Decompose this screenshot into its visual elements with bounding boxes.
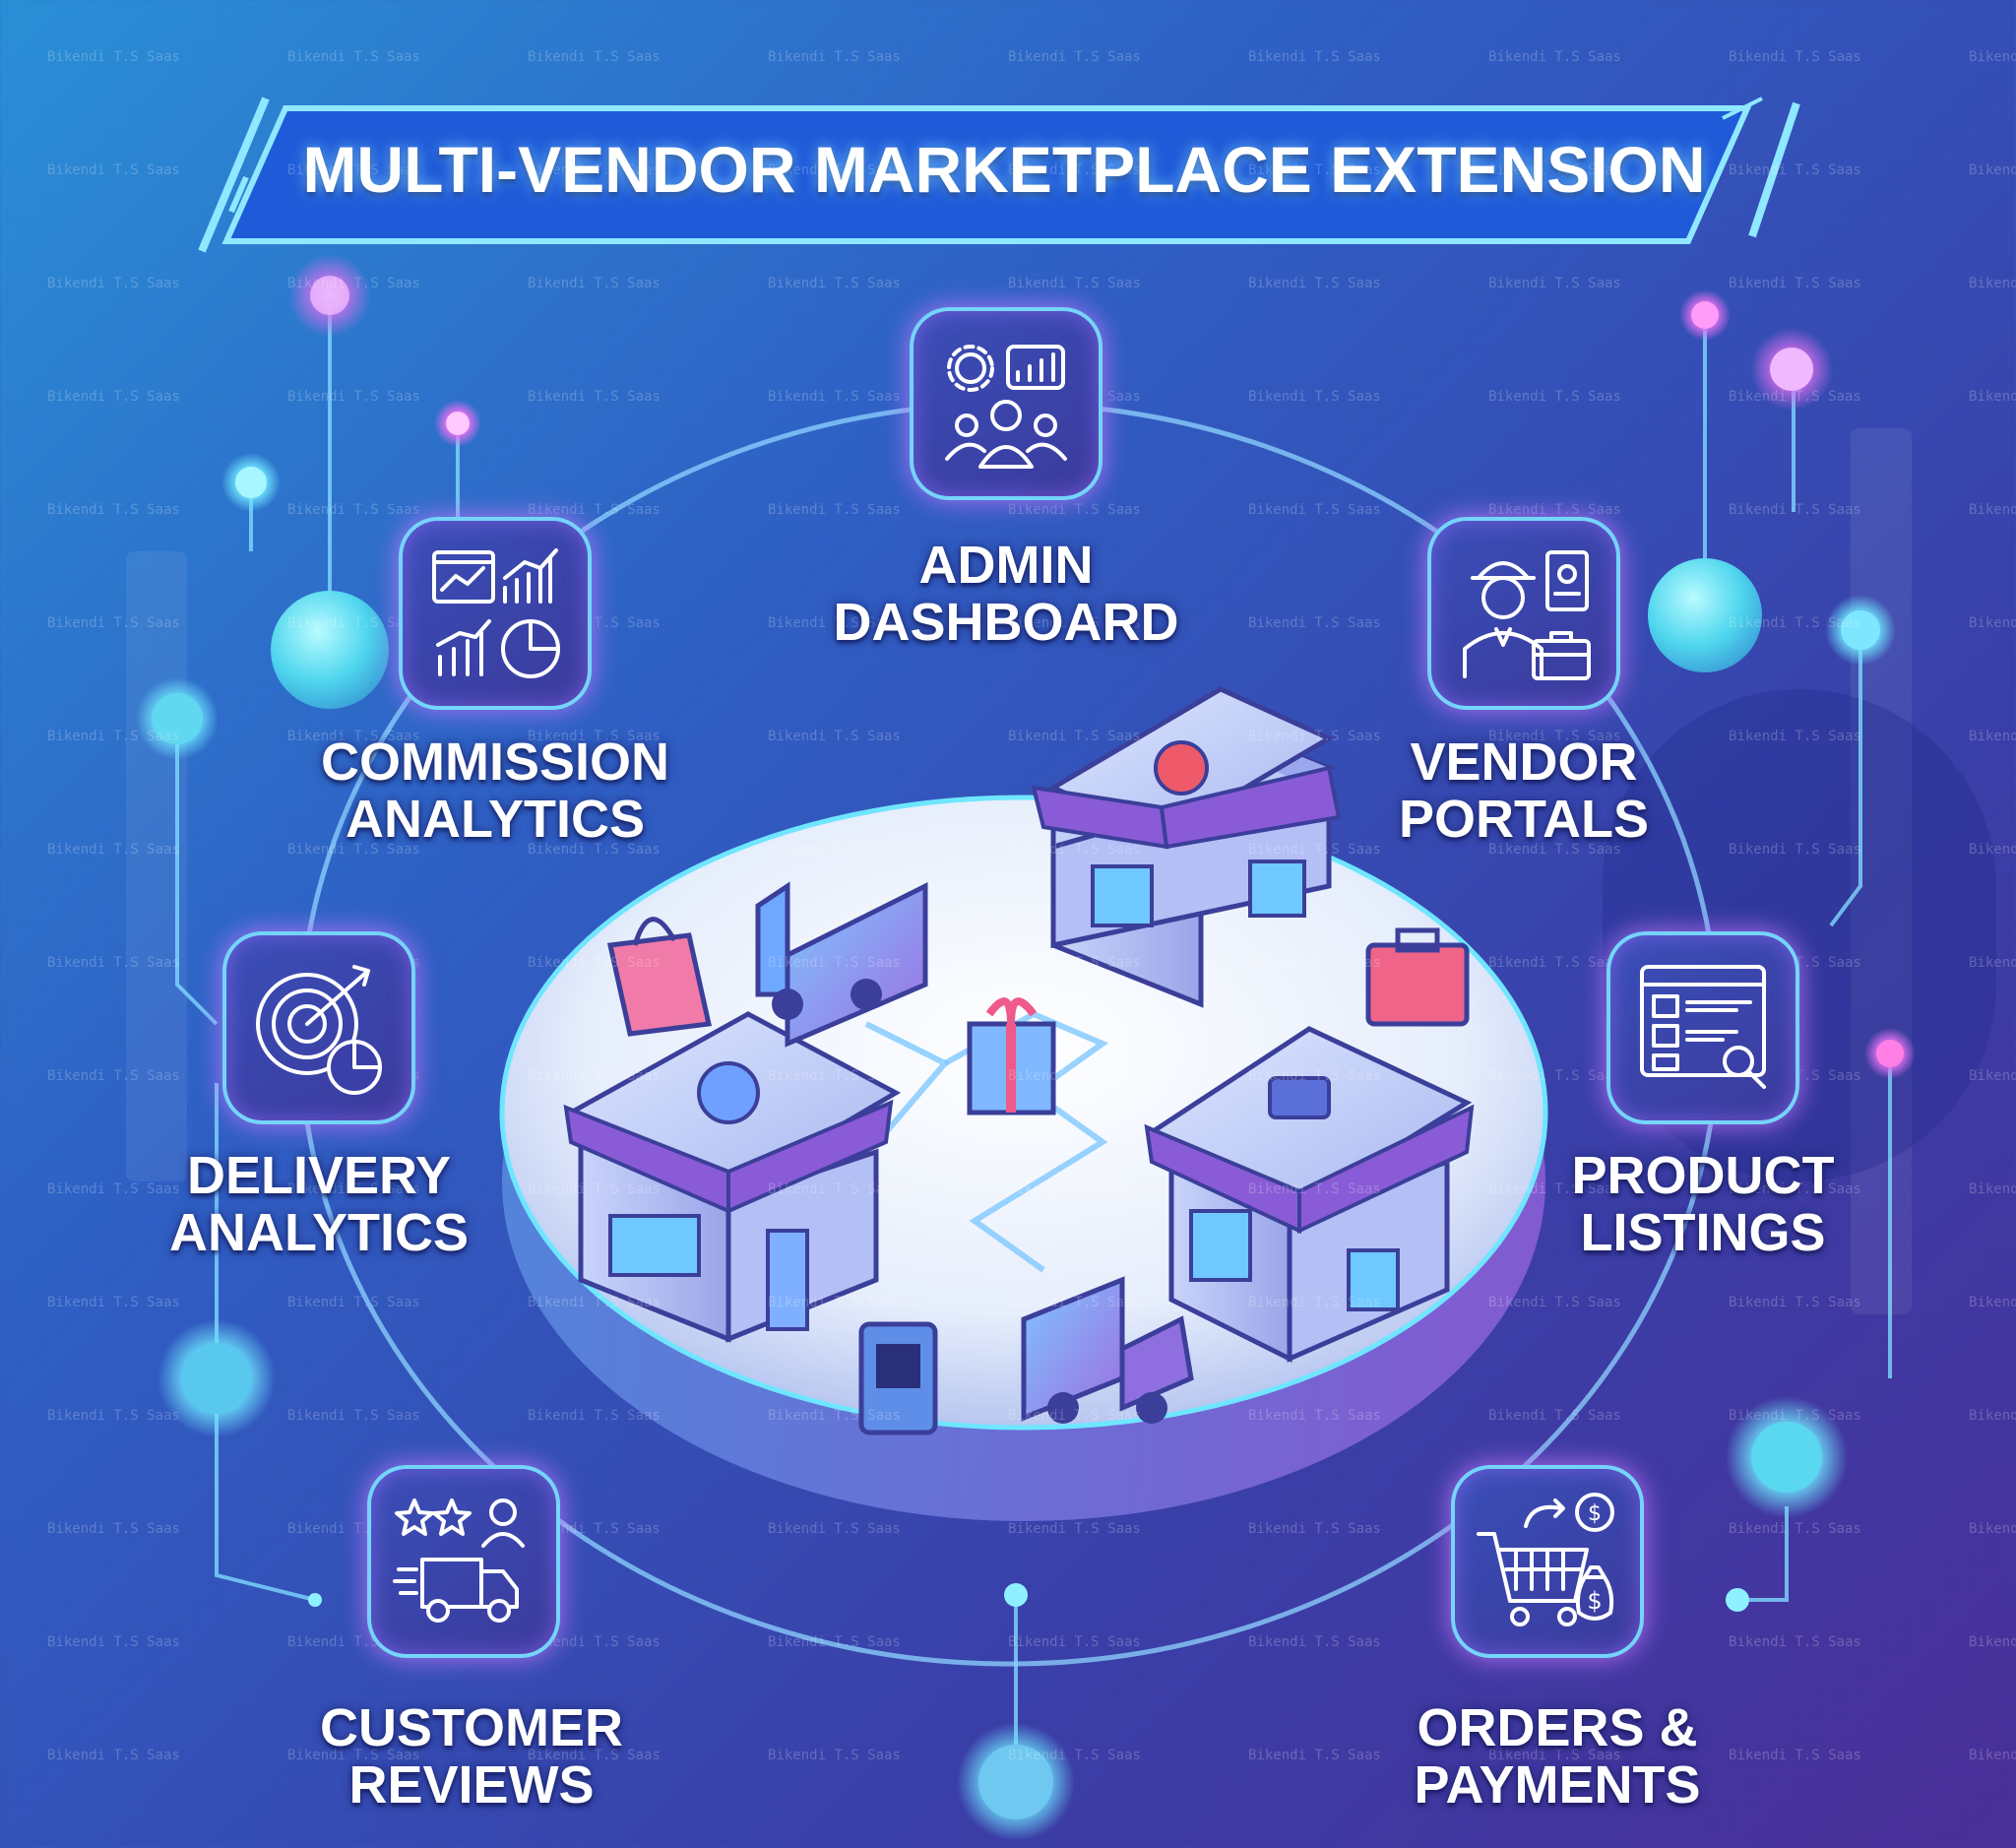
vendor-portals-label: VENDOR PORTALS bbox=[1337, 733, 1711, 848]
cart-payment-icon: $ $ bbox=[1451, 1465, 1644, 1658]
label-line: LISTINGS bbox=[1580, 1203, 1826, 1262]
admin-dashboard-icon bbox=[910, 307, 1102, 500]
label-line: ADMIN bbox=[918, 536, 1094, 595]
label-line: DELIVERY bbox=[186, 1146, 452, 1205]
store-icon bbox=[1031, 686, 1342, 1008]
target-analytics-icon bbox=[222, 931, 415, 1124]
gift-box-icon bbox=[967, 997, 1056, 1115]
delivery-truck-icon bbox=[755, 881, 928, 1048]
store-icon bbox=[563, 1011, 902, 1343]
product-listing-icon bbox=[1606, 931, 1799, 1124]
pos-terminal-icon bbox=[858, 1321, 938, 1435]
delivery-analytics-label: DELIVERY ANALYTICS bbox=[148, 1147, 490, 1261]
label-line: PORTALS bbox=[1399, 790, 1649, 849]
label-line: PRODUCT bbox=[1571, 1146, 1835, 1205]
label-line: DASHBOARD bbox=[833, 593, 1179, 652]
title-banner-shape bbox=[198, 96, 1800, 253]
label-line: REVIEWS bbox=[348, 1755, 595, 1815]
label-line: ANALYTICS bbox=[168, 1203, 470, 1262]
label-line: PAYMENTS bbox=[1414, 1755, 1701, 1815]
title-banner: MULTI-VENDOR MARKETPLACE EXTENSION bbox=[266, 105, 1742, 233]
shopping-bag-icon bbox=[606, 917, 713, 1037]
toolbox-icon bbox=[1365, 927, 1470, 1027]
reviews-delivery-icon bbox=[367, 1465, 560, 1658]
product-listings-label: PRODUCT LISTINGS bbox=[1538, 1147, 1868, 1261]
orders-payments-label: ORDERS & PAYMENTS bbox=[1388, 1699, 1727, 1814]
customer-reviews-label: CUSTOMER REVIEWS bbox=[292, 1699, 651, 1814]
label-line: VENDOR bbox=[1410, 733, 1638, 792]
label-line: ANALYTICS bbox=[345, 790, 646, 849]
circuit-lines bbox=[175, 305, 1892, 1782]
store-icon bbox=[1144, 1026, 1475, 1364]
label-line: COMMISSION bbox=[320, 733, 669, 792]
commission-analytics-label: COMMISSION ANALYTICS bbox=[292, 733, 698, 848]
label-line: ORDERS & bbox=[1417, 1698, 1698, 1757]
commission-analytics-icon bbox=[399, 517, 592, 710]
vendor-portal-icon bbox=[1427, 517, 1620, 710]
svg-text:$: $ bbox=[1587, 1587, 1602, 1615]
label-line: CUSTOMER bbox=[319, 1698, 624, 1757]
glow-nodes bbox=[136, 254, 1916, 1841]
delivery-truck-icon bbox=[1021, 1276, 1194, 1424]
admin-dashboard-label: ADMIN DASHBOARD bbox=[811, 537, 1201, 651]
svg-text:$: $ bbox=[1588, 1501, 1602, 1526]
page-title: MULTI-VENDOR MARKETPLACE EXTENSION bbox=[302, 133, 1706, 206]
